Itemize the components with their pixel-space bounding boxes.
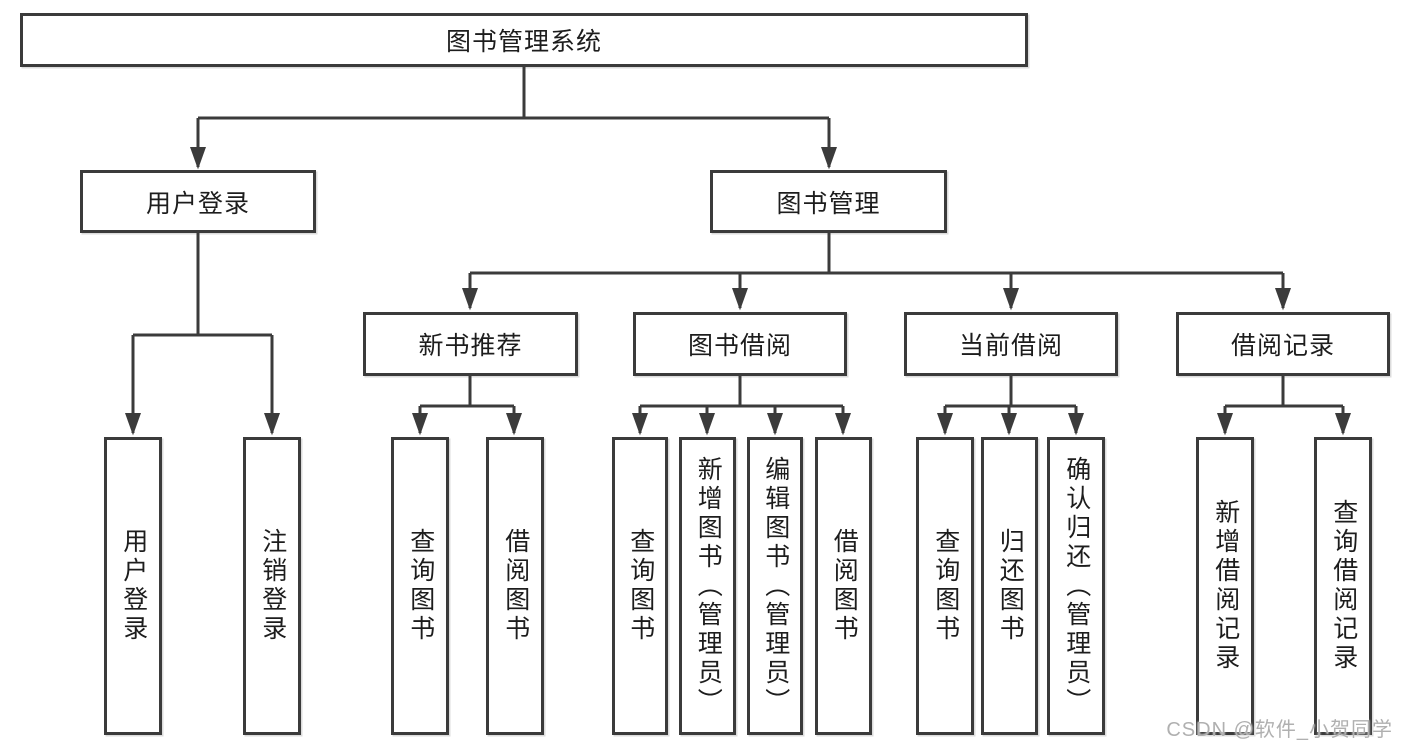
- node-cb-return-books: 归还图书: [981, 437, 1038, 735]
- node-label: 用户登录: [119, 528, 148, 644]
- node-label: 编辑图书（管理员）: [761, 455, 790, 717]
- node-nbr-borrow-books: 借阅图书: [486, 437, 544, 735]
- node-label: 查询图书: [931, 528, 960, 644]
- node-label: 注销登录: [258, 528, 287, 644]
- node-label: 借阅记录: [1230, 332, 1335, 360]
- node-cb-query-books: 查询图书: [916, 437, 974, 735]
- node-leaf-logout: 注销登录: [243, 437, 301, 735]
- node-bb-add-books-admin: 新增图书（管理员）: [679, 437, 736, 735]
- node-label: 借阅图书: [501, 528, 530, 644]
- node-cb-confirm-return-admin: 确认归还（管理员）: [1047, 437, 1105, 735]
- node-book-management: 图书管理: [710, 170, 947, 233]
- node-br-query-borrow-record: 查询借阅记录: [1314, 437, 1372, 735]
- node-label: 图书管理系统: [445, 28, 602, 56]
- node-label: 当前借阅: [958, 332, 1063, 360]
- node-label: 用户登录: [145, 189, 250, 218]
- node-current-borrowing: 当前借阅: [904, 312, 1118, 376]
- node-label: 归还图书: [996, 528, 1025, 644]
- node-label: 查询图书: [406, 528, 435, 644]
- node-book-borrowing: 图书借阅: [633, 312, 847, 376]
- node-label: 查询图书: [626, 528, 655, 644]
- csdn-watermark: CSDN @软件_小贺同学: [1166, 719, 1393, 741]
- node-bb-edit-books-admin: 编辑图书（管理员）: [747, 437, 803, 735]
- connector-arrows: [124, 118, 1352, 436]
- node-label: 新增借阅记录: [1211, 499, 1240, 673]
- node-bb-borrow-books: 借阅图书: [815, 437, 872, 735]
- node-label: 图书管理: [776, 189, 881, 218]
- node-new-book-recommendation: 新书推荐: [363, 312, 578, 376]
- node-br-add-borrow-record: 新增借阅记录: [1196, 437, 1254, 735]
- node-library-management-system: 图书管理系统: [20, 13, 1028, 67]
- node-nbr-query-books: 查询图书: [391, 437, 449, 735]
- node-label: 新书推荐: [418, 332, 523, 360]
- node-label: 查询借阅记录: [1329, 499, 1358, 673]
- node-label: 新增图书（管理员）: [694, 455, 723, 717]
- node-leaf-user-login: 用户登录: [104, 437, 162, 735]
- node-label: 借阅图书: [830, 528, 859, 644]
- node-label: 图书借阅: [687, 332, 792, 360]
- node-label: 确认归还（管理员）: [1062, 455, 1091, 717]
- node-bb-query-books: 查询图书: [612, 437, 668, 735]
- node-borrowing-records: 借阅记录: [1176, 312, 1390, 376]
- connector-wires: [133, 67, 1343, 408]
- node-user-login: 用户登录: [80, 170, 316, 233]
